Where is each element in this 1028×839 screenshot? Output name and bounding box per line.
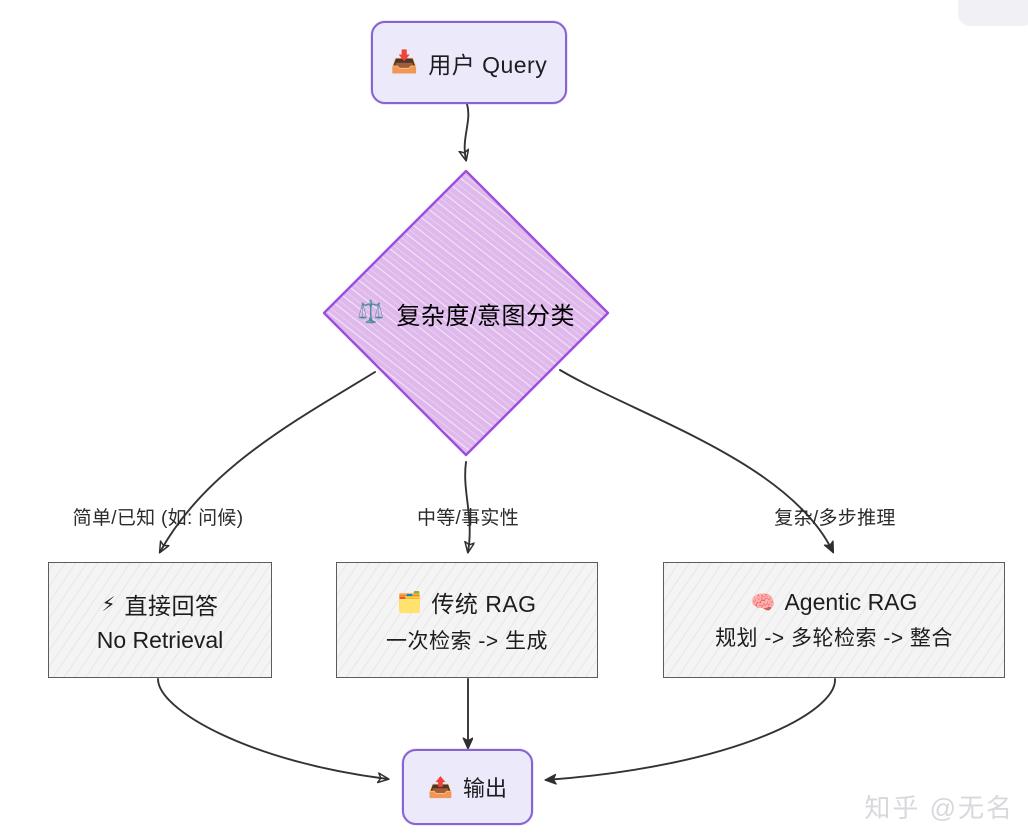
- brain-icon: 🧠: [750, 590, 776, 614]
- node-traditional-rag-title: 传统 RAG: [431, 591, 537, 617]
- node-direct-answer-title-row: ⚡ 直接回答: [101, 587, 218, 621]
- edge-label-medium: 中等/事实性: [416, 508, 520, 529]
- node-output[interactable]: 📤 输出: [402, 749, 533, 825]
- node-user-query-label: 用户 Query: [428, 51, 548, 78]
- edge-input-to-decision: [465, 103, 469, 160]
- edge-decision-to-medium: [465, 461, 470, 552]
- node-output-label: 输出: [462, 776, 507, 801]
- node-user-query[interactable]: 📥 用户 Query: [371, 21, 567, 104]
- node-direct-answer-title: 直接回答: [124, 592, 219, 619]
- edge-label-complex: 复杂/多步推理: [774, 508, 896, 529]
- node-output-content: 📤 输出: [428, 771, 507, 803]
- node-agentic-rag-subtitle: 规划 -> 多轮检索 -> 整合: [715, 626, 953, 650]
- decision-diamond-shape: [322, 169, 610, 457]
- outbox-tray-icon: 📤: [428, 775, 453, 799]
- edge-decision-to-simple: [160, 371, 376, 552]
- node-user-query-content: 📥 用户 Query: [391, 46, 547, 80]
- edge-complex-to-output: [546, 678, 836, 780]
- node-traditional-rag-subtitle: 一次检索 -> 生成: [386, 630, 548, 653]
- node-agentic-rag[interactable]: 🧠 Agentic RAG 规划 -> 多轮检索 -> 整合: [663, 562, 1005, 678]
- node-direct-answer[interactable]: ⚡ 直接回答 No Retrieval: [48, 562, 272, 678]
- node-agentic-rag-title-row: 🧠 Agentic RAG: [751, 589, 918, 616]
- node-direct-answer-subtitle: No Retrieval: [96, 626, 224, 653]
- card-index-dividers-icon: 🗂️: [397, 590, 423, 614]
- node-agentic-rag-title: Agentic RAG: [784, 588, 918, 615]
- node-traditional-rag-title-row: 🗂️ 传统 RAG: [397, 585, 536, 619]
- edge-label-simple: 简单/已知 (如: 问候): [72, 508, 244, 529]
- inbox-tray-icon: 📥: [390, 49, 419, 75]
- node-traditional-rag[interactable]: 🗂️ 传统 RAG 一次检索 -> 生成: [336, 562, 598, 678]
- edge-simple-to-output: [157, 678, 388, 779]
- lightning-bolt-icon: ⚡: [101, 591, 116, 616]
- floating-toolbar-chip[interactable]: [958, 0, 1028, 26]
- node-complexity-decision[interactable]: ⚖️ 复杂度/意图分类: [320, 167, 612, 459]
- edge-decision-to-complex: [559, 369, 833, 552]
- watermark: 知乎 @无名: [864, 793, 1014, 823]
